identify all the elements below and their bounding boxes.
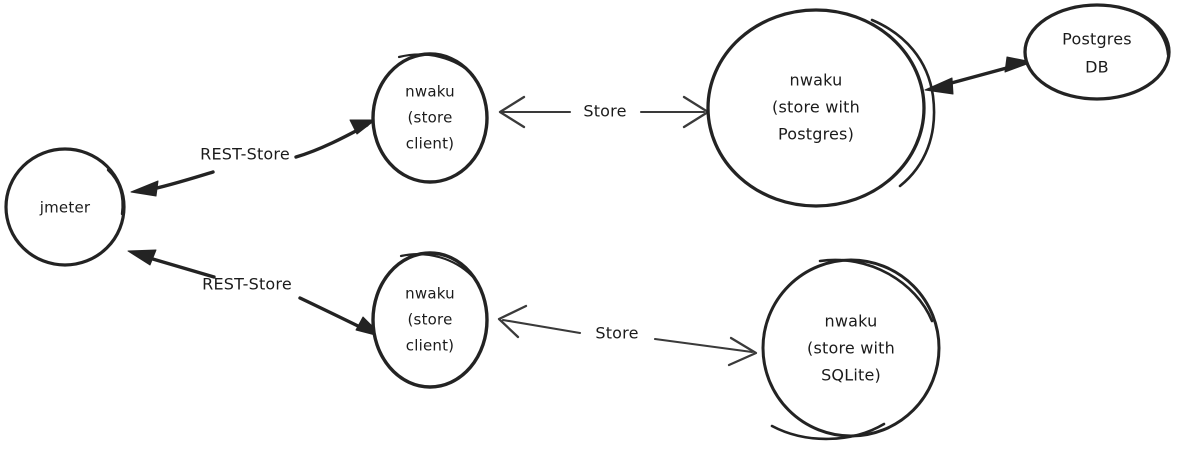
node-store-client-top-label-line-1: nwaku bbox=[405, 83, 455, 101]
edge-store-bottom-line-right bbox=[653, 337, 754, 354]
node-store-client-top-label-line-3: client) bbox=[406, 135, 454, 153]
node-store-client-bottom-sketch-overstroke bbox=[399, 253, 474, 278]
node-nwaku-postgres[interactable]: nwaku (store with Postgres) bbox=[706, 8, 936, 208]
node-nwaku-sqlite-label-line-2: (store with bbox=[807, 339, 895, 358]
edge-rest-store-top-arrowhead-left bbox=[130, 180, 159, 197]
edge-store-bottom-line-left bbox=[501, 318, 582, 335]
node-store-client-top-sketch-overstroke bbox=[397, 53, 475, 77]
node-nwaku-sqlite[interactable]: nwaku (store with SQLite) bbox=[761, 258, 941, 441]
edge-rest-store-bottom-arrowhead-left bbox=[127, 249, 157, 266]
edge-label-store-top: Store bbox=[583, 102, 626, 121]
edge-label-store-bottom: Store bbox=[595, 324, 638, 343]
edge-store-top: Store bbox=[498, 95, 710, 129]
edge-store-top-arrowhead-left bbox=[498, 95, 526, 129]
node-nwaku-sqlite-label-line-3: SQLite) bbox=[821, 366, 881, 385]
edge-store-bottom-arrowhead-left bbox=[497, 304, 528, 339]
node-nwaku-postgres-label-line-2: (store with bbox=[772, 98, 860, 117]
edge-rest-store-bottom-line-right bbox=[298, 296, 368, 332]
edge-postgres-db-link bbox=[924, 56, 1033, 95]
node-store-client-top-label-line-2: (store bbox=[408, 109, 453, 127]
node-jmeter-shape bbox=[4, 147, 126, 267]
edge-rest-store-top: REST-Store bbox=[130, 119, 376, 197]
edge-store-bottom: Store bbox=[497, 304, 758, 367]
edge-rest-store-bottom: REST-Store bbox=[127, 249, 384, 338]
node-nwaku-sqlite-sketch-overstroke bbox=[770, 258, 934, 441]
node-jmeter-label-line-1: jmeter bbox=[39, 199, 91, 217]
node-postgres-db-label-line-2: DB bbox=[1085, 58, 1109, 77]
node-postgres-db-shape bbox=[1023, 3, 1171, 101]
node-nwaku-postgres-sketch-overstroke bbox=[870, 18, 936, 188]
node-nwaku-postgres-shape bbox=[706, 8, 926, 208]
node-nwaku-sqlite-label-line-1: nwaku bbox=[825, 312, 878, 331]
edge-rest-store-top-arrowhead-right bbox=[349, 119, 376, 135]
node-postgres-db-sketch-overstroke bbox=[1119, 6, 1170, 57]
node-store-client-bottom-shape bbox=[371, 251, 489, 389]
edge-label-rest-store-top: REST-Store bbox=[200, 145, 290, 164]
node-store-client-bottom-label-line-1: nwaku bbox=[405, 285, 455, 303]
edge-postgres-db-line bbox=[942, 64, 1016, 87]
node-store-client-bottom-label-line-3: client) bbox=[406, 337, 454, 355]
node-postgres-db[interactable]: Postgres DB bbox=[1023, 3, 1171, 101]
edge-label-rest-store-bottom: REST-Store bbox=[202, 275, 292, 294]
node-store-client-bottom[interactable]: nwaku (store client) bbox=[371, 251, 489, 389]
node-nwaku-postgres-label-line-1: nwaku bbox=[790, 71, 843, 90]
node-postgres-db-label-line-1: Postgres bbox=[1062, 30, 1132, 49]
node-store-client-bottom-label-line-2: (store bbox=[408, 311, 453, 329]
edge-store-bottom-arrowhead-right bbox=[727, 336, 758, 367]
node-nwaku-postgres-label-line-3: Postgres) bbox=[778, 125, 854, 144]
node-jmeter[interactable]: jmeter bbox=[4, 147, 126, 267]
node-store-client-top[interactable]: nwaku (store client) bbox=[371, 52, 489, 184]
node-jmeter-sketch-overstroke bbox=[106, 168, 124, 216]
